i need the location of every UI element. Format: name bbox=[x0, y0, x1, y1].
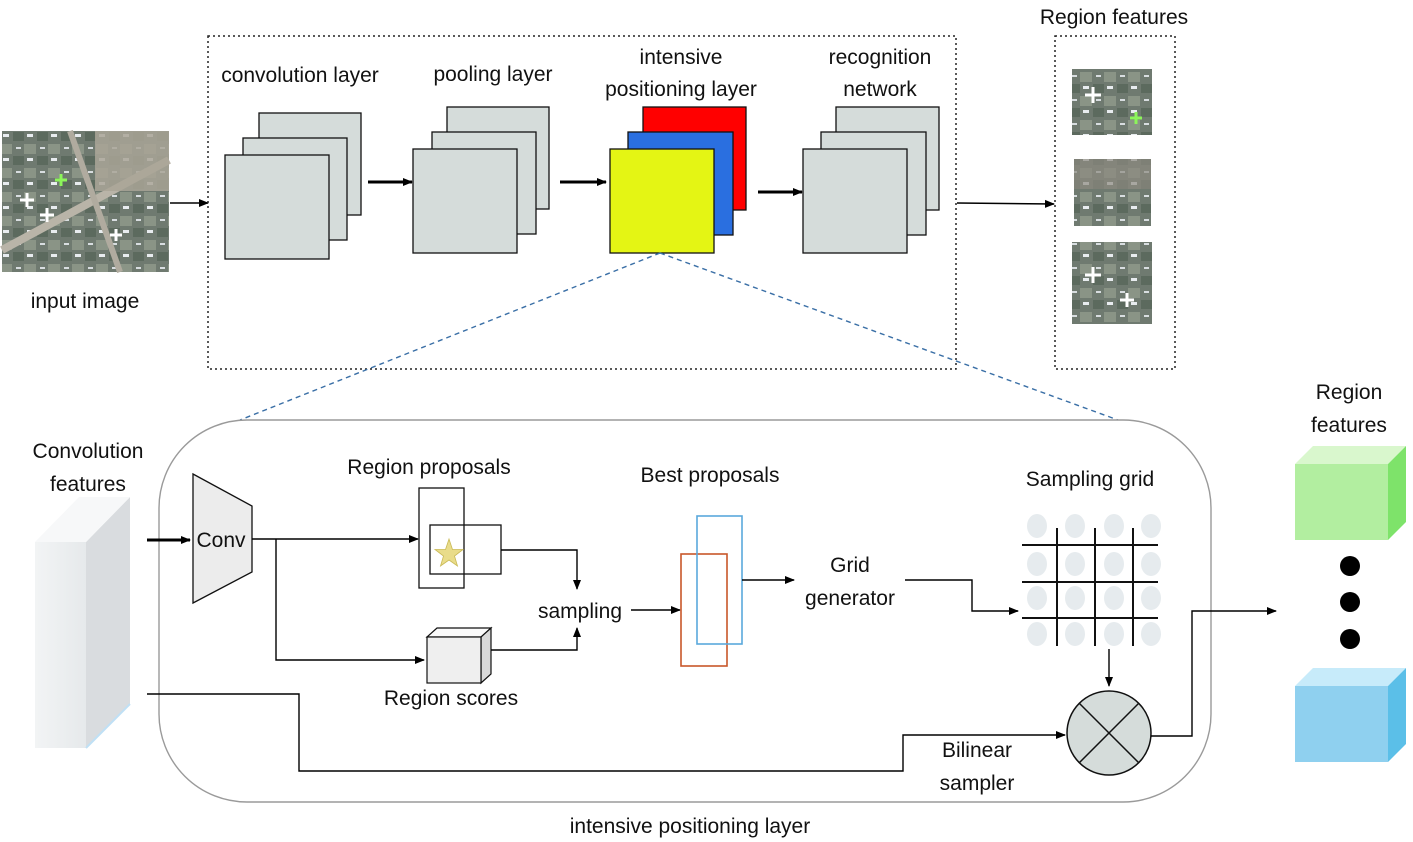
sampling-grid-dot bbox=[1104, 622, 1124, 646]
best-proposals-boxes bbox=[680, 515, 743, 667]
sampling-grid-dot bbox=[1027, 622, 1047, 646]
dashed-link-right bbox=[659, 252, 1119, 421]
pooling-layer-label: pooling layer bbox=[433, 63, 552, 86]
convolution-layer-stack bbox=[224, 112, 362, 260]
region-feature-cube-green bbox=[1295, 446, 1406, 540]
intensive-layer-label-line1: intensive bbox=[640, 46, 723, 69]
sampling-grid-dot bbox=[1065, 622, 1085, 646]
line-features-to-sampler bbox=[147, 693, 1066, 772]
convolution-layer-label: convolution layer bbox=[221, 64, 379, 87]
sampling-grid-dot bbox=[1065, 514, 1085, 538]
sampling-grid-dot bbox=[1141, 622, 1161, 646]
region-features-right-label-line2: features bbox=[1311, 414, 1387, 437]
conv-block bbox=[192, 472, 253, 605]
region-features-box bbox=[1054, 35, 1176, 370]
bilinear-sampler bbox=[1066, 690, 1152, 776]
sampling-grid-dot bbox=[1141, 552, 1161, 576]
grid-generator-label-line1: Grid bbox=[830, 554, 870, 577]
line-conv-to-scores bbox=[275, 539, 425, 664]
sampling-grid-dot bbox=[1104, 514, 1124, 538]
convolution-features-label-line2: features bbox=[50, 473, 126, 496]
ellipsis-dot-1 bbox=[1340, 556, 1360, 576]
grid-generator-label-line2: generator bbox=[805, 587, 895, 610]
sampling-grid-dot bbox=[1065, 552, 1085, 576]
sampling-grid bbox=[1022, 514, 1161, 646]
sampling-grid-label: Sampling grid bbox=[1026, 468, 1154, 491]
region-features-top-label: Region features bbox=[1040, 6, 1188, 29]
recognition-network-label-line1: recognition bbox=[829, 46, 932, 69]
sampling-grid-dot bbox=[1065, 586, 1085, 610]
conv-label: Conv bbox=[196, 529, 246, 552]
sampling-grid-dot bbox=[1141, 514, 1161, 538]
bilinear-sampler-label-line1: Bilinear bbox=[942, 739, 1012, 762]
region-proposals-boxes bbox=[418, 487, 502, 589]
star-icon bbox=[433, 537, 465, 567]
region-feature-crop-2 bbox=[1074, 159, 1151, 226]
region-scores-cube bbox=[425, 626, 493, 685]
ellipsis-dot-3 bbox=[1340, 629, 1360, 649]
cnn-pipeline-box bbox=[207, 35, 957, 370]
intensive-positioning-layer-stack bbox=[609, 106, 747, 254]
sampling-grid-dot bbox=[1104, 552, 1124, 576]
input-image-label: input image bbox=[31, 290, 140, 313]
sampling-grid-dot bbox=[1027, 514, 1047, 538]
region-features-right-label-line1: Region bbox=[1316, 381, 1383, 404]
recognition-network-stack bbox=[802, 106, 940, 254]
sampling-grid-dot bbox=[1104, 586, 1124, 610]
region-scores-label: Region scores bbox=[384, 687, 518, 710]
dashed-link-left bbox=[239, 252, 661, 421]
intensive-detail-caption: intensive positioning layer bbox=[570, 815, 810, 838]
region-proposals-label: Region proposals bbox=[347, 456, 510, 479]
pooling-layer-stack bbox=[412, 106, 550, 254]
sampling-grid-dot bbox=[1027, 586, 1047, 610]
sampling-grid-dot bbox=[1027, 552, 1047, 576]
arrow-pipeline-to-region-features bbox=[956, 199, 1055, 208]
input-image bbox=[0, 129, 171, 274]
region-feature-cube-blue bbox=[1295, 668, 1406, 762]
sampling-label: sampling bbox=[538, 600, 622, 623]
convolution-features-slab bbox=[35, 497, 131, 749]
region-feature-crop-3 bbox=[1072, 242, 1152, 324]
region-feature-crop-1 bbox=[1072, 69, 1152, 135]
convolution-features-label-line1: Convolution bbox=[33, 440, 144, 463]
ellipsis-dot-2 bbox=[1340, 592, 1360, 612]
intensive-layer-label-line2: positioning layer bbox=[605, 78, 757, 101]
bilinear-sampler-label-line2: sampler bbox=[940, 772, 1015, 795]
arrow-sampler-to-region-features bbox=[1151, 607, 1277, 737]
recognition-network-label-line2: network bbox=[843, 78, 917, 101]
sampling-grid-dot bbox=[1141, 586, 1161, 610]
best-proposals-label: Best proposals bbox=[641, 464, 780, 487]
line-proposals-to-sampling bbox=[501, 549, 581, 590]
line-grid-generator-to-sampling-grid bbox=[905, 579, 1019, 615]
line-scores-to-sampling bbox=[491, 627, 581, 651]
